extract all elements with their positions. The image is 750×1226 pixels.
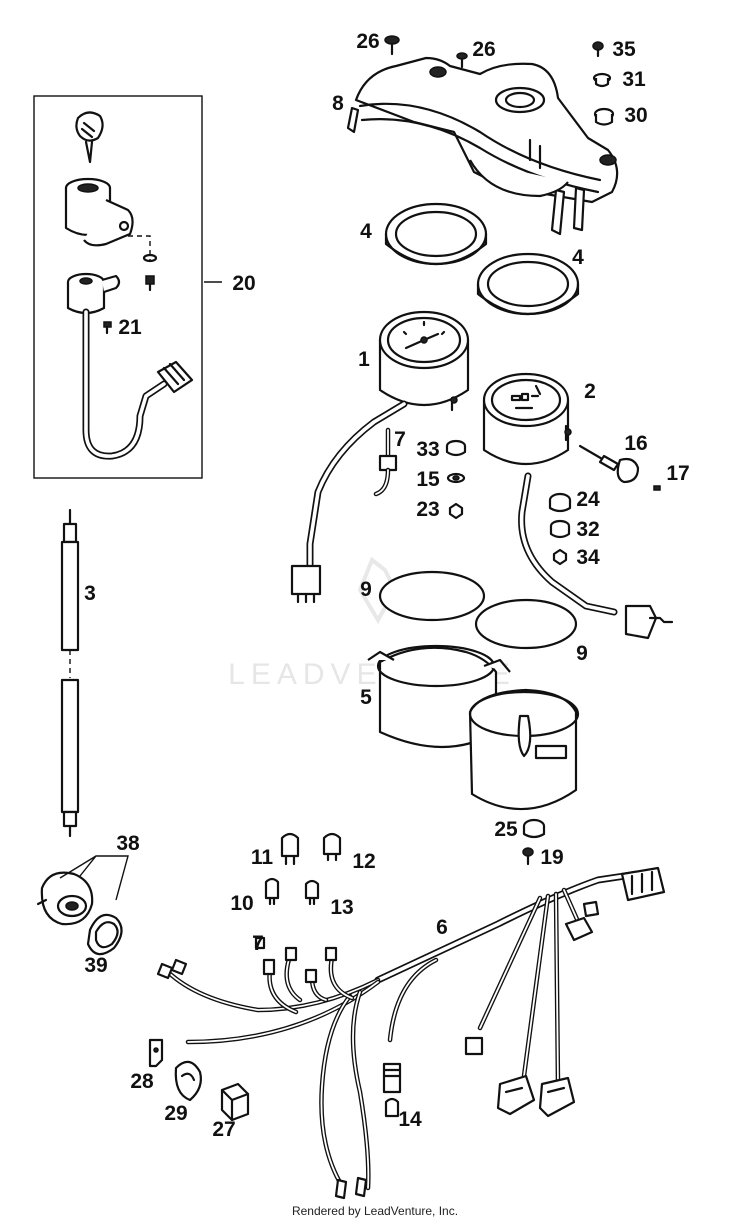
speedometer-drive[interactable] — [36, 871, 94, 926]
callout-39: 39 — [84, 954, 107, 977]
callout-12: 12 — [352, 850, 375, 873]
screw-26-left — [384, 35, 400, 56]
assembly-leader — [128, 235, 151, 262]
callout-15: 15 — [416, 468, 440, 491]
instrument-housing[interactable] — [367, 644, 580, 811]
ignition-switch-assembly[interactable] — [33, 95, 203, 479]
grommet-30 — [593, 107, 615, 126]
callout-10: 10 — [230, 892, 253, 915]
callout-7-upper: 7 — [394, 428, 406, 451]
ignition-switch-lower[interactable] — [66, 272, 121, 315]
callout-28: 28 — [130, 1070, 154, 1093]
callout-31: 31 — [622, 68, 646, 91]
callout-21: 21 — [118, 316, 142, 339]
footer-credit: Rendered by LeadVenture, Inc. — [291, 1204, 459, 1218]
callout-8: 8 — [332, 92, 344, 115]
bulb-12[interactable] — [322, 832, 342, 862]
callout-14: 14 — [398, 1108, 422, 1131]
ignition-connector[interactable] — [156, 360, 194, 394]
grommet-31 — [592, 72, 612, 88]
gauge2-connector[interactable] — [624, 604, 674, 640]
callout-38: 38 — [116, 832, 140, 855]
nut-34 — [552, 548, 568, 566]
callout-27: 27 — [212, 1118, 235, 1141]
ignition-box-frame — [33, 95, 203, 479]
callout-25: 25 — [494, 818, 518, 841]
callout-16: 16 — [624, 432, 647, 455]
gauge1-connector[interactable] — [290, 564, 322, 604]
tachometer-gauge[interactable] — [482, 372, 572, 466]
harness-connector-right-plug[interactable] — [538, 1076, 576, 1118]
callout-34: 34 — [576, 546, 600, 569]
callout-7-lower: 7 — [252, 932, 264, 955]
callout-26-right: 26 — [472, 38, 495, 61]
grommet-33 — [445, 439, 467, 457]
ignition-lock-body[interactable] — [64, 177, 134, 247]
bulb-socket-7[interactable] — [373, 427, 398, 497]
callout-19: 19 — [540, 846, 563, 869]
harness-connector-left-plug[interactable] — [496, 1074, 536, 1116]
screw-19 — [522, 847, 534, 866]
screw-26-right — [456, 52, 468, 69]
drive-washer[interactable] — [86, 913, 123, 956]
grommet-25 — [522, 818, 546, 839]
callout-13: 13 — [330, 896, 353, 919]
clamp-29[interactable] — [174, 1060, 202, 1102]
bezel-screw-16[interactable] — [578, 444, 620, 472]
nut-23 — [448, 502, 464, 520]
screw-21 — [103, 321, 112, 335]
callout-26-left: 26 — [356, 30, 379, 53]
callout-35: 35 — [612, 38, 636, 61]
callout-1: 1 — [358, 348, 370, 371]
seal-ring-left[interactable] — [384, 202, 488, 266]
callout-11: 11 — [251, 846, 274, 869]
callout-20: 20 — [232, 272, 255, 295]
speedometer-gauge[interactable] — [378, 310, 470, 412]
speedometer-cable[interactable] — [60, 508, 80, 838]
callout-29: 29 — [164, 1102, 187, 1125]
leader-38 — [59, 855, 129, 901]
grommet-32 — [549, 519, 571, 539]
callout-24: 24 — [576, 488, 600, 511]
callout-2: 2 — [584, 380, 596, 403]
bulb-13[interactable] — [304, 879, 320, 906]
callout-4-right: 4 — [572, 246, 584, 269]
harness-connector-mid[interactable] — [464, 1036, 484, 1056]
callout-30: 30 — [624, 104, 647, 127]
callout-9-left: 9 — [360, 578, 372, 601]
callout-4-left: 4 — [360, 220, 372, 243]
bulb-socket-14[interactable] — [382, 1062, 402, 1118]
callout-6: 6 — [436, 916, 448, 939]
callout-5: 5 — [360, 686, 372, 709]
bracket-28[interactable] — [148, 1038, 164, 1068]
callout-9-right: 9 — [576, 642, 588, 665]
washer-15 — [446, 472, 466, 484]
washer-nut — [142, 253, 158, 292]
instrument-holder[interactable] — [346, 56, 619, 236]
relay-27[interactable] — [220, 1082, 250, 1122]
ignition-key[interactable] — [75, 111, 104, 164]
bulb-10[interactable] — [264, 877, 280, 906]
lens-right[interactable] — [474, 598, 578, 650]
wiring-harness[interactable] — [156, 870, 642, 1200]
callout-33: 33 — [416, 438, 439, 461]
seal-ring-right[interactable] — [476, 252, 580, 316]
grommet-24 — [548, 492, 572, 513]
lens-left[interactable] — [378, 570, 486, 622]
callout-23: 23 — [416, 498, 439, 521]
harness-connector-small[interactable] — [564, 900, 600, 942]
bulb-11[interactable] — [280, 832, 300, 866]
callout-17: 17 — [666, 462, 689, 485]
knob-17[interactable] — [616, 457, 661, 491]
callout-32: 32 — [576, 518, 599, 541]
screw-35 — [592, 41, 604, 58]
harness-connector-main[interactable] — [620, 866, 666, 902]
callout-3: 3 — [84, 582, 96, 605]
